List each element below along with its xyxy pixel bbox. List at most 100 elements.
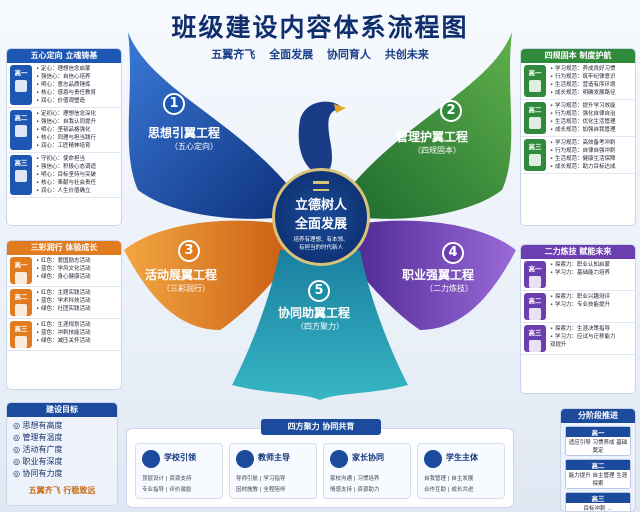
collab-card-title: 学生主体: [446, 453, 478, 462]
grade-icon: [15, 125, 27, 137]
temple-icon: [313, 181, 329, 191]
grade-line: • 绿色：减压关怀活动: [36, 338, 91, 344]
grade-line: • 蓝色：学术科技活动: [36, 298, 91, 304]
right-panel-1-grade-row: 高三 • 学习规范：高效备考冲刺 • 行为规范：自律自强冲刺 • 生活规范：健康生活保…: [521, 137, 635, 174]
wing-4-shape: [340, 220, 516, 330]
stage-grade: 高三: [566, 493, 630, 503]
grade-icon: [529, 80, 541, 92]
collab-card: 家长协同家校沟通 | 习惯培养情感支持 | 资源助力: [323, 443, 411, 499]
left-panel-2-grade-row: 高三• 红色：生涯规划活动• 蓝色：冲刺技能活动• 绿色：减压关怀活动: [7, 319, 121, 351]
wing-4-number: 4: [442, 242, 464, 264]
collab-card-line: 情感支持 | 资源助力: [330, 487, 380, 493]
grade-icon: [15, 272, 27, 284]
grade-line: • 生活规范：健康生活保障: [550, 156, 616, 162]
wing-4-subtitle: （二力炼技）: [425, 284, 473, 293]
grade-line: • 蓝色：学风文化活动: [36, 266, 91, 272]
grade-icon: [15, 80, 27, 92]
goal-item: ◎ 职业有深度: [13, 457, 63, 466]
grade-icon: [529, 154, 541, 166]
right-panel-2-grade-tag: 高一: [524, 261, 546, 288]
collab-card-icon: [236, 450, 254, 468]
grade-line: • 探索力：职业认知启蒙: [550, 262, 610, 268]
grade-line: • 润心：价值观塑造: [36, 98, 85, 104]
grade-line: • 定心：理想信念启蒙: [36, 66, 91, 72]
grade-label: 高一: [14, 69, 28, 77]
grade-line: • 红色：生涯规划活动: [36, 322, 91, 328]
grade-line: 双提升: [550, 342, 567, 348]
panel-four-rules: 四规固本 制度护航高一• 学习规范：养成良好习惯• 行为规范：筑牢纪律意识• 生…: [520, 48, 636, 226]
right-panel-2-grade-lines: • 探索力：职业兴趣测评 • 学习力：专业技能提升: [550, 293, 610, 320]
right-panel-2-grade-lines: • 探索力：生涯决策指导• 学习力：应试与迁移能力 双提升: [550, 325, 616, 352]
collab-card-line: 导师引航 | 学习指导: [236, 476, 286, 482]
grade-line: • 学习力：专业技能提升: [550, 302, 610, 308]
wing-5-subtitle: （四方聚力）: [296, 322, 344, 331]
stage-grade: 高一: [566, 427, 630, 437]
right-panel-1-grade-row: 高一• 学习规范：养成良好习惯• 行为规范：筑牢纪律意识• 生活规范：营造有序环…: [521, 63, 635, 100]
wing-2-title: 管理护翼工程: [396, 130, 469, 144]
grade-line: • 明心：意志品质锤炼: [36, 82, 91, 88]
core-line-1: 立德树人: [294, 198, 347, 213]
grade-icon: [15, 170, 27, 182]
left-panel-2-grade-tag: 高一: [10, 257, 32, 284]
collab-card-line: 因材施教 | 全程陪伴: [236, 487, 286, 493]
wing-5-number: 5: [308, 280, 330, 302]
stage-grade: 高二: [566, 460, 630, 470]
grade-line: • 明心：目标坚持与突破: [36, 172, 96, 178]
left-panel-2-grade-row: 高一• 红色：爱国励志活动• 蓝色：学风文化活动• 绿色：身心健康活动: [7, 255, 121, 287]
grade-line: • 绿色：身心健康活动: [36, 274, 91, 280]
collab-card-line: 专业指导 | 评价激励: [142, 487, 192, 493]
goal-item: ◎ 思想有高度: [13, 421, 63, 430]
goals-list: ◎ 思想有高度◎ 管理有温度◎ 活动有广度◎ 职业有深度◎ 协同有力度: [7, 417, 117, 483]
grade-line: • 学习力：应试与迁移能力: [550, 334, 616, 340]
right-panel-1-grade-tag: 高一: [524, 65, 546, 97]
grade-label: 高二: [528, 297, 542, 305]
grade-line: • 学习规范：养成良好习惯: [550, 66, 616, 72]
grade-line: • 强信心：自信心培养: [36, 74, 91, 80]
grade-icon: [15, 336, 27, 348]
left-panel-2-grade-lines: • 红色：爱国励志活动• 蓝色：学风文化活动• 绿色：身心健康活动: [36, 257, 91, 284]
right-panel-1-grade-row: 高二• 学习规范：提升学习效能• 行为规范：强化自律自治• 生活规范：优化生活管…: [521, 100, 635, 137]
wing-1-number: 1: [163, 93, 185, 115]
collab-card-icon: [330, 450, 348, 468]
left-panel-2-grade-tag: 高三: [10, 321, 32, 348]
grade-line: • 强信心：自我认同提升: [36, 119, 96, 125]
stage-text: 适应引导 习惯养成 基础奠定: [568, 440, 628, 454]
goal-item: ◎ 管理有温度: [13, 433, 63, 442]
left-panel-1-grade-row: 高一• 定心：理想信念启蒙• 强信心：自信心培养• 明心：意志品质锤炼• 核心：…: [7, 63, 121, 108]
collab-card-title: 家长协同: [352, 453, 384, 462]
left-panel-2-grade-lines: • 红色：主题实践活动• 蓝色：学术科技活动• 绿色：社团实践活动: [36, 289, 91, 316]
grade-line: • 行为规范：自律自强冲刺: [550, 148, 616, 154]
left-panel-1-head: 五心定向 立魂铸基: [7, 49, 121, 63]
grade-line: • 学习规范：提升学习效能: [550, 103, 616, 109]
core-line-2: 全面发展: [294, 217, 347, 232]
wing-1-subtitle: （五心定向）: [170, 142, 218, 151]
right-panel-2-grade-row: 高一 • 探索力：职业认知启蒙 • 学习力：基础能力培养: [521, 259, 635, 291]
panel-stages: 分阶段推进 高一适应引导 习惯养成 基础奠定高二能力提升 自主管理 生涯探索高三…: [560, 408, 636, 512]
left-panel-1-grade-row: 高三• 守初心：使命担当• 强信心：积极心态调适• 明心：目标坚持与突破• 核心…: [7, 153, 121, 198]
goals-head: 建设目标: [7, 403, 117, 417]
grade-label: 高一: [14, 261, 28, 269]
left-panel-2-head: 三彩润行 体验成长: [7, 241, 121, 255]
grade-line: • 探索力：职业兴趣测评: [550, 294, 610, 300]
grade-line: • 核心：奉献与社会责任: [36, 180, 96, 186]
collab-card-line: 家校沟通 | 习惯培养: [330, 476, 380, 482]
wing-1-shape: [128, 32, 300, 219]
right-panel-2-grade-lines: • 探索力：职业认知启蒙 • 学习力：基础能力培养: [550, 261, 610, 288]
goal-item: ◎ 活动有广度: [13, 445, 63, 454]
collab-card-line: 自我管理 | 自主发展: [424, 476, 474, 482]
right-panel-1-head: 四规固本 制度护航: [521, 49, 635, 63]
right-panel-2-grade-tag: 高二: [524, 293, 546, 320]
grade-line: • 成长规范：加强自我管理: [550, 127, 616, 133]
collab-card-icon: [142, 450, 160, 468]
grade-line: • 学习力：基础能力培养: [550, 270, 610, 276]
grade-icon: [529, 308, 541, 320]
core-circle: 立德树人 全面发展 培养有理想、有本领、 有担当的时代新人: [272, 168, 370, 266]
grade-line: • 学习规范：高效备考冲刺: [550, 140, 616, 146]
right-panel-1-grade-tag: 高三: [524, 139, 546, 171]
panel-three-colors: 三彩润行 体验成长高一• 红色：爱国励志活动• 蓝色：学风文化活动• 绿色：身心…: [6, 240, 122, 390]
grade-icon: [529, 340, 541, 352]
collab-head: 四方聚力 协同共育: [261, 419, 381, 435]
panel-five-hearts: 五心定向 立魂铸基高一 • 定心：理想信念启蒙 • 强信心：自信心培养 • 明心：意志…: [6, 48, 122, 226]
grade-line: • 核心：同理与担当践行: [36, 135, 96, 141]
grade-line: • 生活规范：优化生活管理: [550, 119, 616, 125]
